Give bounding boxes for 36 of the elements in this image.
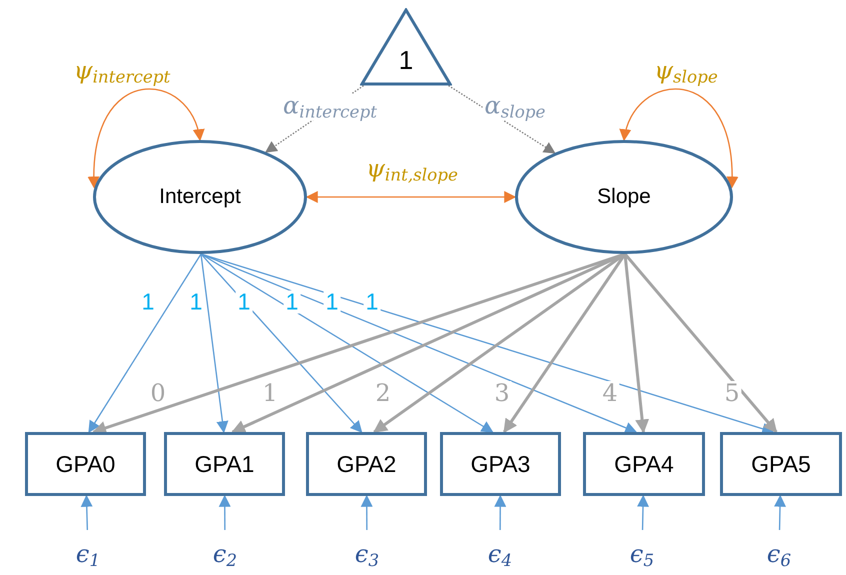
error-term: ϵ$_{3}$ <box>345 526 389 570</box>
edge-label: 1 <box>284 290 300 314</box>
loop-arrow <box>620 88 738 188</box>
edge-label: α$_{intercept}$ <box>281 94 379 120</box>
observed-variable-box: GPA4 <box>583 432 705 496</box>
arrow <box>200 254 362 433</box>
arrow <box>774 494 786 530</box>
arrow <box>306 191 516 203</box>
arrow <box>200 253 494 433</box>
constant-triangle: 1 <box>360 8 452 86</box>
arrow <box>637 494 649 530</box>
error-term: ϵ$_{6}$ <box>757 526 801 570</box>
error-term: ϵ$_{4}$ <box>478 526 522 570</box>
arrow <box>200 253 774 435</box>
edge-label: 1 <box>236 290 252 314</box>
latent-variable-ellipse: Slope <box>515 140 733 254</box>
arrow <box>624 254 650 434</box>
observed-variable-box: GPA5 <box>720 432 842 496</box>
observed-variable-box: GPA3 <box>440 432 561 496</box>
arrow <box>80 494 93 530</box>
loop-arrow <box>88 88 204 188</box>
error-term: ϵ$_{5}$ <box>620 526 664 570</box>
arrow <box>624 253 778 434</box>
edge-label: 1 <box>364 290 380 314</box>
arrow <box>494 494 506 530</box>
latent-variable-ellipse: Intercept <box>93 140 307 254</box>
arrow <box>88 254 202 434</box>
edge-label: 1 <box>324 290 340 314</box>
error-term: ϵ$_{1}$ <box>66 526 110 570</box>
observed-variable-box: GPA1 <box>164 432 285 496</box>
arrow <box>360 494 373 530</box>
arrow <box>200 254 228 434</box>
observed-variable-box: GPA0 <box>25 432 146 496</box>
error-term: ϵ$_{2}$ <box>203 526 247 570</box>
observed-variable-box: GPA2 <box>306 432 427 496</box>
arrow <box>218 494 231 530</box>
